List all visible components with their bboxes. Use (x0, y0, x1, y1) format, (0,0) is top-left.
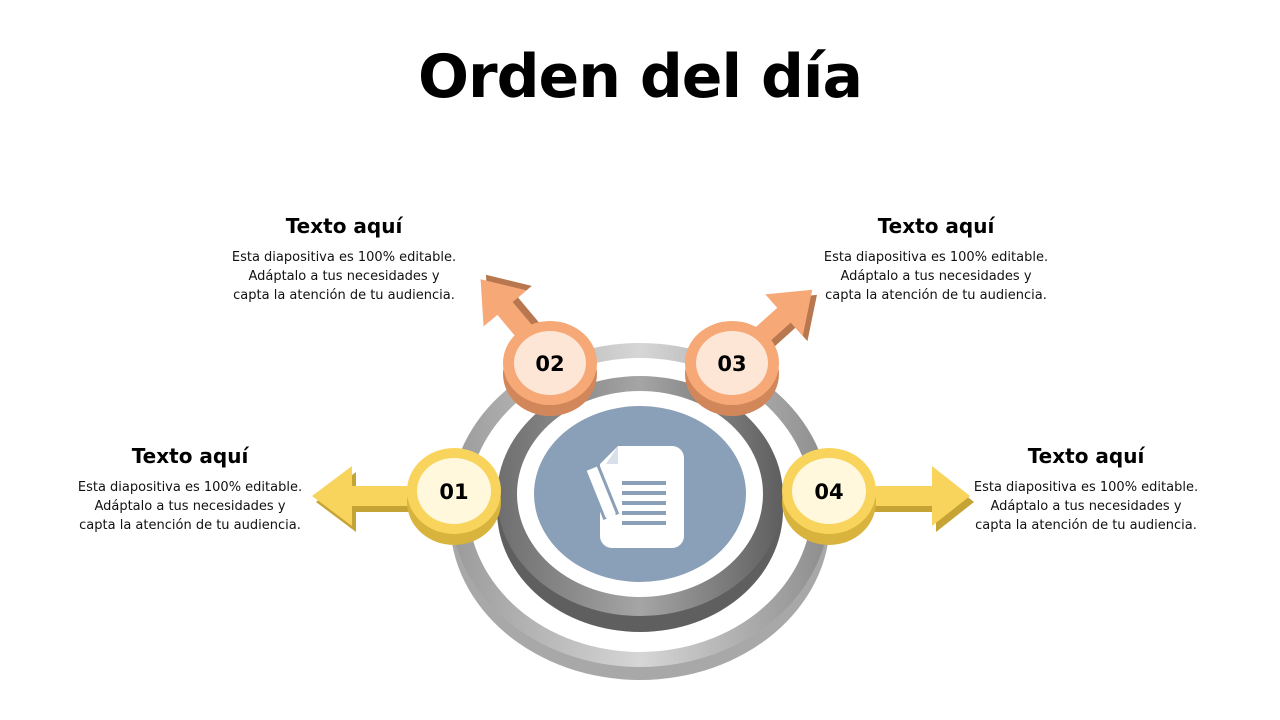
body-line: Esta diapositiva es 100% editable. (77, 480, 303, 495)
badge-number: 02 (535, 352, 564, 376)
block-body: Esta diapositiva es 100% editable. Adápt… (60, 478, 320, 535)
body-line: Adáptalo a tus necesidades y (990, 499, 1182, 514)
body-line: Adáptalo a tus necesidades y (840, 269, 1032, 284)
page-title: Orden del día (418, 42, 863, 112)
block-heading: Texto aquí (285, 214, 403, 238)
body-line: capta la atención de tu audiencia. (975, 518, 1197, 533)
badge-01: 01 (407, 448, 501, 545)
body-line: Adáptalo a tus necesidades y (248, 269, 440, 284)
badge-number: 03 (717, 352, 746, 376)
text-block-02: Texto aquí Esta diapositiva es 100% edit… (214, 214, 474, 305)
block-heading: Texto aquí (877, 214, 995, 238)
badge-04: 04 (782, 448, 876, 545)
text-block-01: Texto aquí Esta diapositiva es 100% edit… (60, 444, 320, 535)
block-body: Esta diapositiva es 100% editable. Adápt… (214, 248, 474, 305)
text-block-03: Texto aquí Esta diapositiva es 100% edit… (806, 214, 1066, 305)
badge-03: 03 (685, 321, 779, 416)
badge-number: 04 (814, 480, 843, 504)
block-body: Esta diapositiva es 100% editable. Adápt… (806, 248, 1066, 305)
block-body: Esta diapositiva es 100% editable. Adápt… (956, 478, 1216, 535)
text-block-04: Texto aquí Esta diapositiva es 100% edit… (956, 444, 1216, 535)
arrow-04 (860, 466, 974, 532)
arrow-01 (312, 466, 424, 532)
badge-02: 02 (503, 321, 597, 416)
body-line: Esta diapositiva es 100% editable. (973, 480, 1199, 495)
body-line: Adáptalo a tus necesidades y (94, 499, 286, 514)
body-line: Esta diapositiva es 100% editable. (231, 250, 457, 265)
body-line: capta la atención de tu audiencia. (79, 518, 301, 533)
block-heading: Texto aquí (1027, 444, 1145, 468)
body-line: capta la atención de tu audiencia. (825, 288, 1047, 303)
body-line: Esta diapositiva es 100% editable. (823, 250, 1049, 265)
block-heading: Texto aquí (131, 444, 249, 468)
badge-number: 01 (439, 480, 468, 504)
body-line: capta la atención de tu audiencia. (233, 288, 455, 303)
document-pen-icon (583, 446, 684, 548)
